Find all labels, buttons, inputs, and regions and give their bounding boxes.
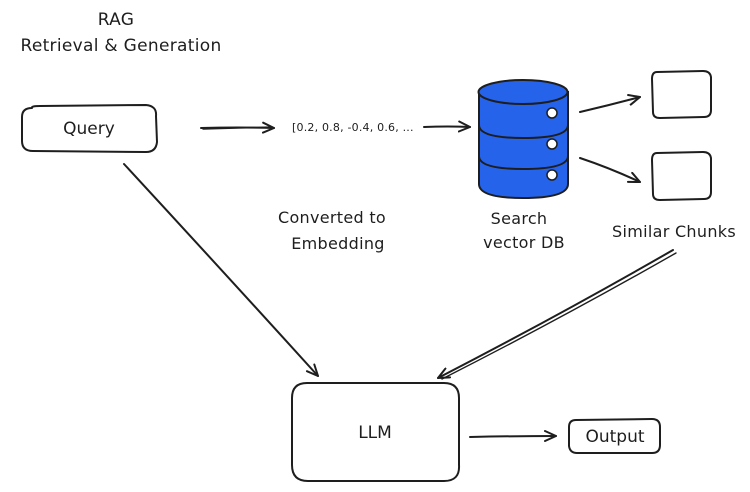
search-db-label-line2: vector DB bbox=[483, 233, 565, 252]
similar-chunks-label: Similar Chunks bbox=[612, 222, 736, 241]
llm-label: LLM bbox=[358, 423, 392, 443]
arrow-query-to-embedding-stroke bbox=[202, 126, 273, 130]
query-label: Query bbox=[63, 119, 115, 139]
converted-label-line1: Converted to bbox=[278, 208, 386, 227]
converted-label-line2: Embedding bbox=[291, 234, 384, 253]
similar-chunk-box-2 bbox=[651, 151, 712, 201]
arrow-chunks-to-llm-stroke bbox=[441, 252, 677, 380]
arrow-db-to-chunk-1 bbox=[579, 94, 641, 113]
diagram-subtitle: Retrieval & Generation bbox=[20, 36, 221, 56]
arrow-embedding-to-db bbox=[423, 120, 471, 133]
vector-database-icon bbox=[477, 79, 569, 200]
diagram-title: RAG bbox=[98, 10, 135, 30]
search-db-label-line1: Search bbox=[491, 209, 548, 228]
arrow-llm-to-output bbox=[469, 430, 557, 443]
llm-node: LLM bbox=[291, 382, 461, 482]
output-label: Output bbox=[585, 427, 644, 447]
similar-chunk-box-1 bbox=[651, 70, 712, 119]
query-node: Query bbox=[21, 104, 158, 153]
output-node: Output bbox=[568, 418, 661, 454]
embedding-vector-text: [0.2, 0.8, -0.4, 0.6, ... bbox=[292, 121, 414, 134]
arrow-query-to-llm bbox=[123, 163, 319, 377]
arrow-chunks-to-llm bbox=[437, 249, 674, 379]
arrow-db-to-chunk-2 bbox=[579, 157, 641, 183]
